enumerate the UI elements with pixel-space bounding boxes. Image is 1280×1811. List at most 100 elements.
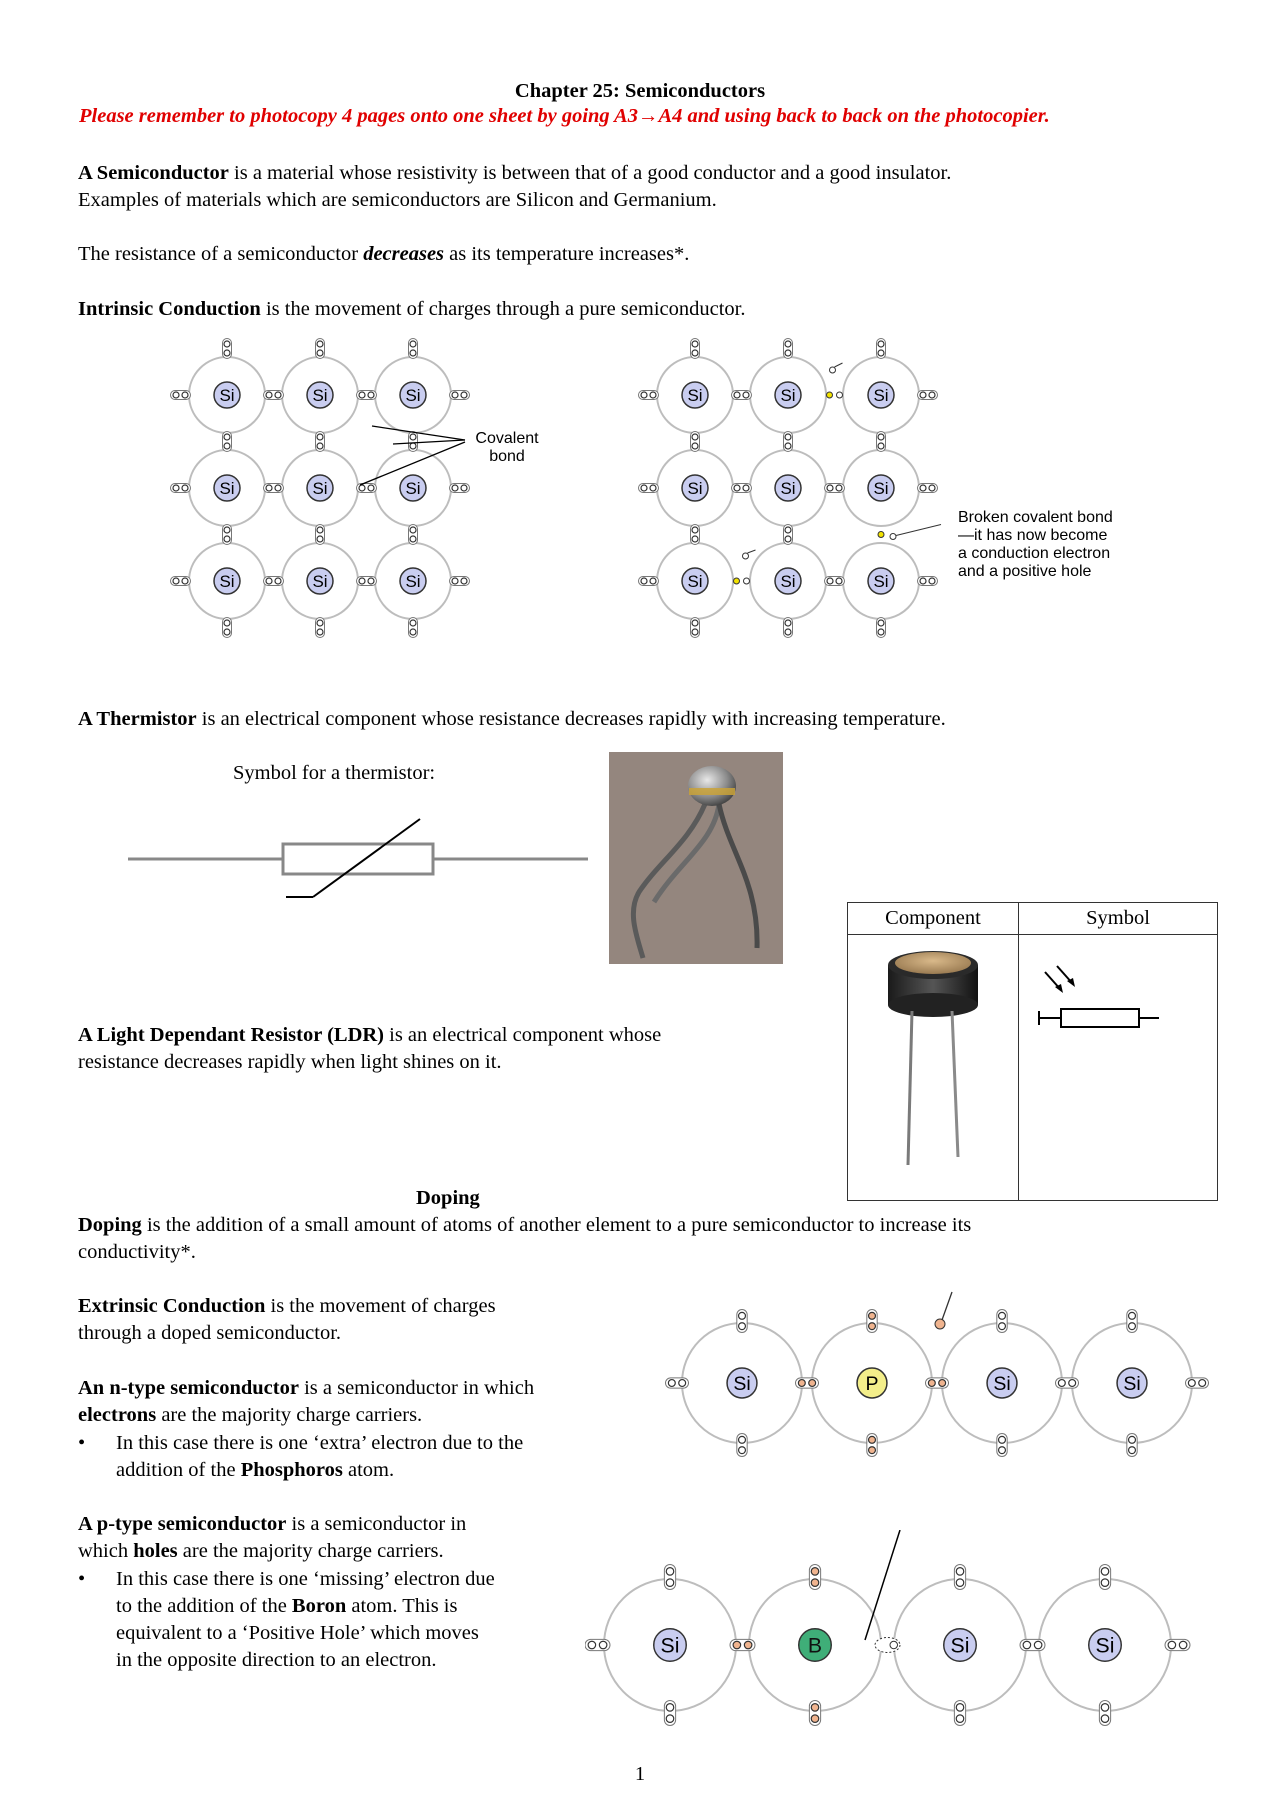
electron-pair: [808, 1564, 822, 1590]
electron-pair: [449, 483, 470, 493]
electron: [1100, 1714, 1110, 1723]
electron: [665, 1714, 675, 1723]
electron-pair: [690, 431, 700, 452]
electron-pair: [783, 524, 793, 545]
electron-pair: [783, 431, 793, 452]
page-title: Chapter 25: Semiconductors: [514, 80, 766, 102]
electron: [316, 433, 324, 441]
electron: [367, 577, 375, 585]
ntype-bullet-pre: addition of the: [116, 1459, 241, 1481]
electron: [810, 1703, 820, 1712]
electron-pair: [263, 483, 284, 493]
electron: [678, 1378, 687, 1388]
electron: [665, 1578, 675, 1587]
electron-pair: [1098, 1700, 1112, 1726]
electron-pair: [170, 576, 191, 586]
electron: [733, 484, 741, 492]
electron: [691, 442, 699, 450]
electron: [867, 1322, 877, 1331]
electron: [928, 391, 936, 399]
atom-label: Si: [951, 1634, 970, 1658]
ldr-definition: A Light Dependant Resistor (LDR) is an e…: [78, 1022, 661, 1049]
thermistor-symbol: [128, 818, 588, 898]
electron: [784, 628, 792, 636]
nucleus: [774, 567, 802, 595]
electron: [1127, 1435, 1137, 1444]
electron: [737, 1322, 747, 1331]
electron-pair: [315, 431, 325, 452]
electron: [836, 391, 843, 399]
ptype-bullet: • In this case there is one ‘missing’ el…: [78, 1566, 495, 1674]
electron: [640, 577, 648, 585]
electron: [274, 484, 282, 492]
extrinsic-def: is the movement of charges: [265, 1295, 496, 1317]
electron-pair: [917, 483, 938, 493]
electron: [223, 442, 231, 450]
electron: [784, 442, 792, 450]
ntype-electrons: electrons: [78, 1404, 157, 1426]
electron-pair: [925, 1377, 949, 1389]
electron: [733, 391, 741, 399]
electron: [649, 391, 657, 399]
electron: [955, 1567, 965, 1576]
electron: [797, 1378, 806, 1388]
atom-label: Si: [405, 386, 420, 405]
electron: [172, 484, 180, 492]
electron: [877, 433, 885, 441]
ptype-line2-pre: which: [78, 1540, 134, 1562]
nucleus: [774, 381, 802, 409]
electron-pair: [638, 390, 659, 400]
electron: [867, 1435, 877, 1444]
ptype-bullet-bold: Boron: [291, 1595, 347, 1617]
atom-label: Si: [873, 386, 888, 405]
broken-label-line2: —it has now become: [958, 527, 1108, 544]
atom-label: Si: [1123, 1373, 1140, 1395]
electron: [172, 391, 180, 399]
electron-pair: [408, 617, 418, 638]
electron: [691, 433, 699, 441]
electron: [743, 1640, 753, 1650]
electron-pair: [866, 1309, 878, 1333]
electron-pair: [876, 338, 886, 359]
electron: [1127, 1322, 1137, 1331]
ntype-bullet-line2: addition of the Phosphoros atom.: [116, 1457, 523, 1484]
electron: [409, 619, 417, 627]
electron-pair: [736, 1309, 748, 1333]
electron: [1127, 1311, 1137, 1320]
nucleus: [213, 381, 241, 409]
thermistor-photo: [609, 752, 783, 964]
atom-label: Si: [873, 572, 888, 591]
electron: [409, 349, 417, 357]
electron-pair: [449, 576, 470, 586]
ldr-component-cell: [847, 934, 1019, 1201]
electron: [667, 1378, 676, 1388]
ptype-holes: holes: [133, 1540, 178, 1562]
electron-pair: [917, 390, 938, 400]
nucleus: [399, 567, 427, 595]
electron-pair: [638, 576, 659, 586]
nucleus: [986, 1367, 1018, 1399]
atom-label: Si: [312, 572, 327, 591]
nucleus: [681, 567, 709, 595]
electron: [1068, 1378, 1077, 1388]
intrinsic-term: Intrinsic Conduction: [78, 298, 261, 320]
electron: [265, 391, 273, 399]
broken-label-line3: a conduction electron: [958, 545, 1111, 562]
atom-label: Si: [405, 479, 420, 498]
ldr-col-symbol: Symbol: [1018, 902, 1218, 935]
electron: [877, 619, 885, 627]
resistance-emph: decreases: [363, 243, 445, 265]
electron: [665, 1703, 675, 1712]
doping-term: Doping: [78, 1214, 142, 1236]
atom-label: Si: [687, 386, 702, 405]
electron: [223, 535, 231, 543]
ldr-term: A Light Dependant Resistor (LDR): [78, 1024, 384, 1046]
free-electron: [742, 552, 749, 560]
electron: [223, 526, 231, 534]
electron: [810, 1714, 820, 1723]
electron: [737, 1435, 747, 1444]
electron: [742, 391, 750, 399]
electron: [691, 340, 699, 348]
electron: [1022, 1640, 1032, 1650]
